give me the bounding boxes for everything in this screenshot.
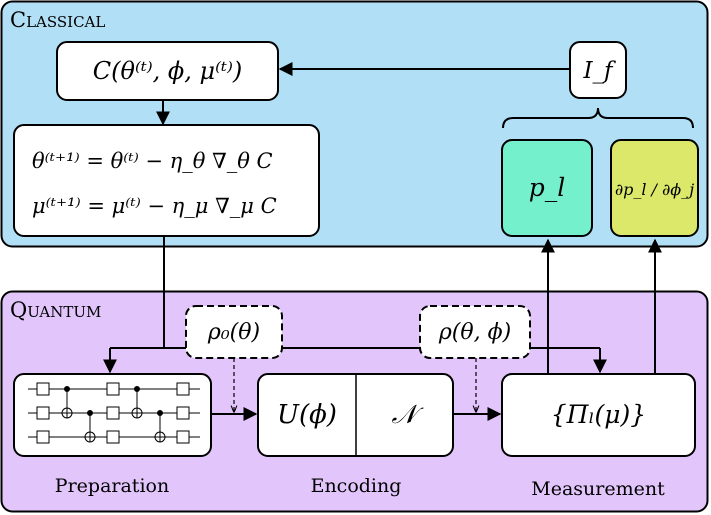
probability-box	[501, 139, 593, 237]
fisher-information-text: I_f	[582, 58, 616, 84]
mu-update-text: μ⁽ᵗ⁺¹⁾ = μ⁽ᵗ⁾ − η_μ ∇_μ C	[32, 194, 277, 218]
preparation-circuit	[28, 382, 200, 444]
theta-update-text: θ⁽ᵗ⁺¹⁾ = θ⁽ᵗ⁾ − η_θ ∇_θ C	[32, 149, 273, 173]
measurement-box	[501, 373, 696, 457]
measurement-label: Measurement	[531, 478, 665, 500]
cost-function-text: C(θ⁽ᵗ⁾, ϕ, μ⁽ᵗ⁾)	[93, 57, 242, 85]
derivative-text: ∂p_l / ∂ϕ_j	[615, 180, 694, 199]
initial-state-box	[185, 305, 283, 359]
encoded-state-box	[419, 305, 531, 359]
unitary-text: U(ϕ)	[277, 400, 337, 430]
classical-title: Classical	[10, 8, 105, 32]
encoding-label: Encoding	[311, 475, 402, 497]
grouping-brace	[502, 107, 694, 129]
preparation-label: Preparation	[55, 475, 169, 497]
parameter-update-box	[13, 124, 320, 237]
povm-text: {Πₗ(μ)}	[551, 400, 646, 429]
encoded-state-text: ρ(θ, ϕ)	[438, 320, 511, 345]
quantum-title: Quantum	[10, 298, 101, 322]
cost-function-box	[56, 41, 279, 101]
probability-text: p_l	[529, 173, 566, 202]
fisher-information-box	[569, 41, 627, 99]
derivative-box	[610, 139, 699, 237]
initial-state-text: ρ₀(θ)	[207, 320, 260, 345]
